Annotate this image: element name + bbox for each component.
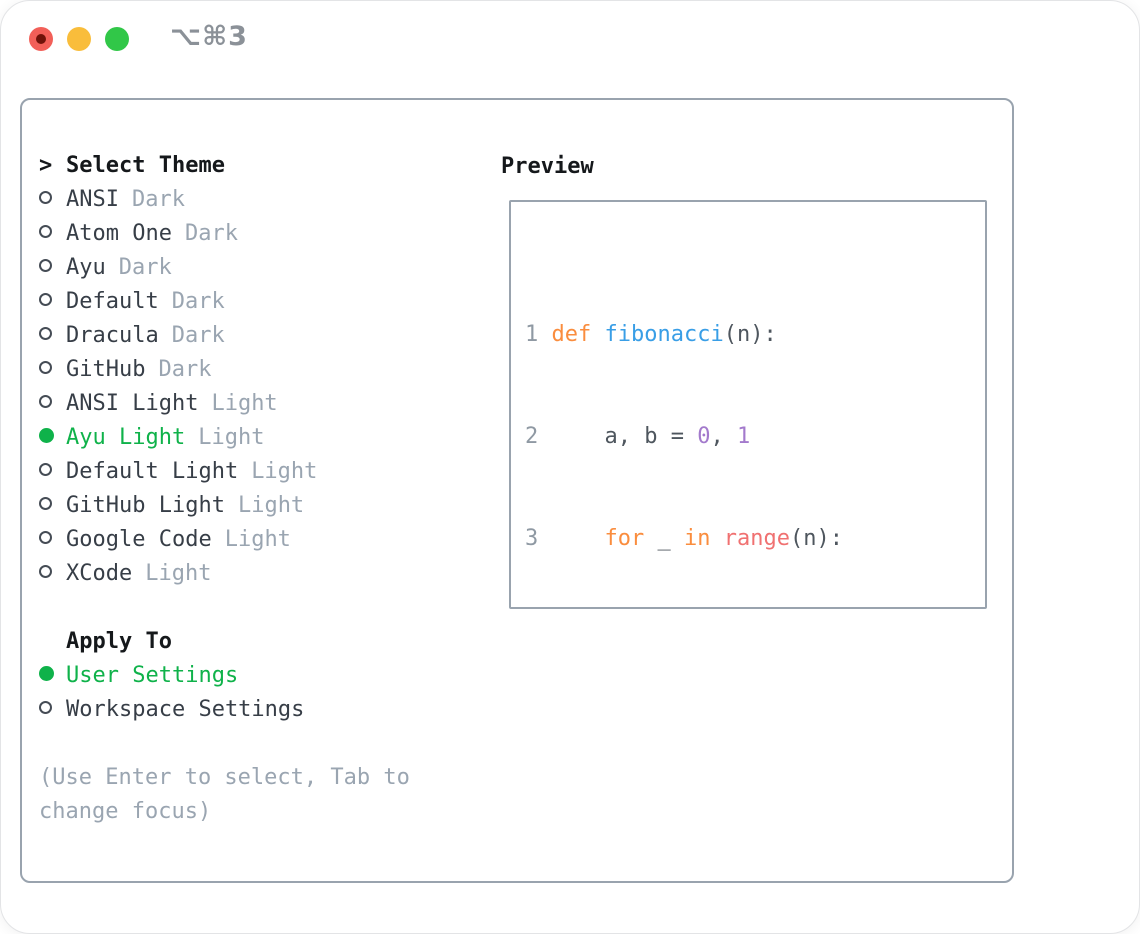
theme-variant: Dark [131, 187, 185, 212]
theme-variant: Light [198, 425, 265, 450]
theme-name: Dracula [66, 323, 159, 348]
theme-name: Google Code [66, 527, 212, 552]
close-button[interactable] [29, 27, 53, 51]
theme-variant: Dark [118, 255, 172, 280]
radio-unselected-icon [39, 251, 66, 285]
theme-list-header: > Select Theme [39, 149, 463, 183]
apply-option-user-settings[interactable]: User Settings [39, 659, 463, 693]
theme-option-dracula-dark[interactable]: Dracula Dark [39, 319, 463, 353]
theme-variant: Light [237, 493, 305, 518]
theme-option-default-light[interactable]: Default Light Light [39, 455, 463, 489]
theme-option-ayu-light[interactable]: Ayu Light Light [39, 421, 463, 455]
radio-unselected-icon [39, 387, 66, 421]
radio-unselected-icon [39, 455, 66, 489]
theme-name: Default Light [66, 459, 239, 484]
theme-name: Ayu [66, 255, 106, 280]
minimize-button[interactable] [67, 27, 91, 51]
theme-variant: Light [224, 527, 291, 552]
line-number: 1 [525, 322, 539, 347]
theme-variant: Dark [171, 323, 225, 348]
preview-title: Preview [501, 154, 594, 179]
radio-unselected-icon [39, 693, 66, 727]
radio-selected-icon [39, 659, 66, 693]
code-token: range [723, 526, 790, 551]
theme-variant: Light [145, 561, 212, 586]
code-token: (n): [723, 322, 777, 347]
theme-variant: Dark [184, 221, 238, 246]
code-line: 3 for _ in range(n): [525, 522, 985, 556]
code-token [538, 322, 551, 347]
apply-option-label: Workspace Settings [66, 697, 305, 722]
radio-unselected-icon [39, 353, 66, 387]
window-title: ⌥⌘3 [170, 21, 248, 52]
main-panel [20, 98, 1014, 883]
zoom-button[interactable] [105, 27, 129, 51]
code-token: , [710, 424, 737, 449]
radio-unselected-icon [39, 489, 66, 523]
code-token: def [551, 322, 592, 347]
spacer [39, 727, 463, 761]
radio-unselected-icon [39, 183, 66, 217]
theme-name: ANSI [66, 187, 119, 212]
theme-name: XCode [66, 561, 133, 586]
section-title: Select Theme [66, 153, 225, 178]
apply-option-label: User Settings [66, 663, 239, 688]
theme-variant: Dark [158, 357, 212, 382]
theme-variant: Dark [171, 289, 225, 314]
code-token: in [683, 526, 711, 551]
code-token: for [604, 526, 645, 551]
radio-unselected-icon [39, 523, 66, 557]
apply-to-header: Apply To [39, 625, 463, 659]
code-token [591, 322, 604, 347]
theme-option-default-dark[interactable]: Default Dark [39, 285, 463, 319]
theme-variant: Light [251, 459, 318, 484]
code-token: _ [644, 526, 684, 551]
theme-name: Atom One [66, 221, 172, 246]
theme-name-selected: Ayu Light [66, 425, 186, 450]
code-token: 0 [697, 424, 711, 449]
code-token: 1 [736, 424, 751, 449]
code-line: 1 def fibonacci(n): [525, 318, 985, 352]
theme-name: GitHub Light [66, 493, 225, 518]
radio-unselected-icon [39, 319, 66, 353]
theme-option-atom-one-dark[interactable]: Atom One Dark [39, 217, 463, 251]
radio-unselected-icon [39, 285, 66, 319]
apply-option-workspace-settings[interactable]: Workspace Settings [39, 693, 463, 727]
theme-option-github-dark[interactable]: GitHub Dark [39, 353, 463, 387]
theme-option-google-code[interactable]: Google Code Light [39, 523, 463, 557]
theme-option-ansi-light[interactable]: ANSI Light Light [39, 387, 463, 421]
theme-name: Default [66, 289, 159, 314]
code-token [710, 526, 723, 551]
theme-name: ANSI Light [66, 391, 199, 416]
code-token: fibonacci [604, 322, 724, 347]
theme-preview-box: 1 def fibonacci(n): 2 a, b = 0, 1 3 for … [509, 200, 987, 609]
spacer [39, 591, 463, 625]
code-token: a, b = [538, 424, 698, 449]
theme-option-ansi-dark[interactable]: ANSI Dark [39, 183, 463, 217]
radio-selected-icon [39, 421, 66, 455]
keyboard-hint: (Use Enter to select, Tab to change focu… [39, 765, 410, 824]
theme-option-xcode[interactable]: XCode Light [39, 557, 463, 591]
theme-name: GitHub [66, 357, 146, 382]
focus-caret-icon: > [39, 153, 53, 178]
section-title: Apply To [66, 629, 172, 654]
code-token: (n): [789, 526, 843, 551]
theme-option-ayu-dark[interactable]: Ayu Dark [39, 251, 463, 285]
line-number: 2 [525, 424, 539, 449]
radio-unselected-icon [39, 557, 66, 591]
code-line: 2 a, b = 0, 1 [525, 420, 985, 454]
line-number: 3 [525, 526, 539, 551]
radio-unselected-icon [39, 217, 66, 251]
code-token [538, 526, 604, 551]
theme-variant: Light [211, 391, 278, 416]
theme-option-github-light[interactable]: GitHub Light Light [39, 489, 463, 523]
